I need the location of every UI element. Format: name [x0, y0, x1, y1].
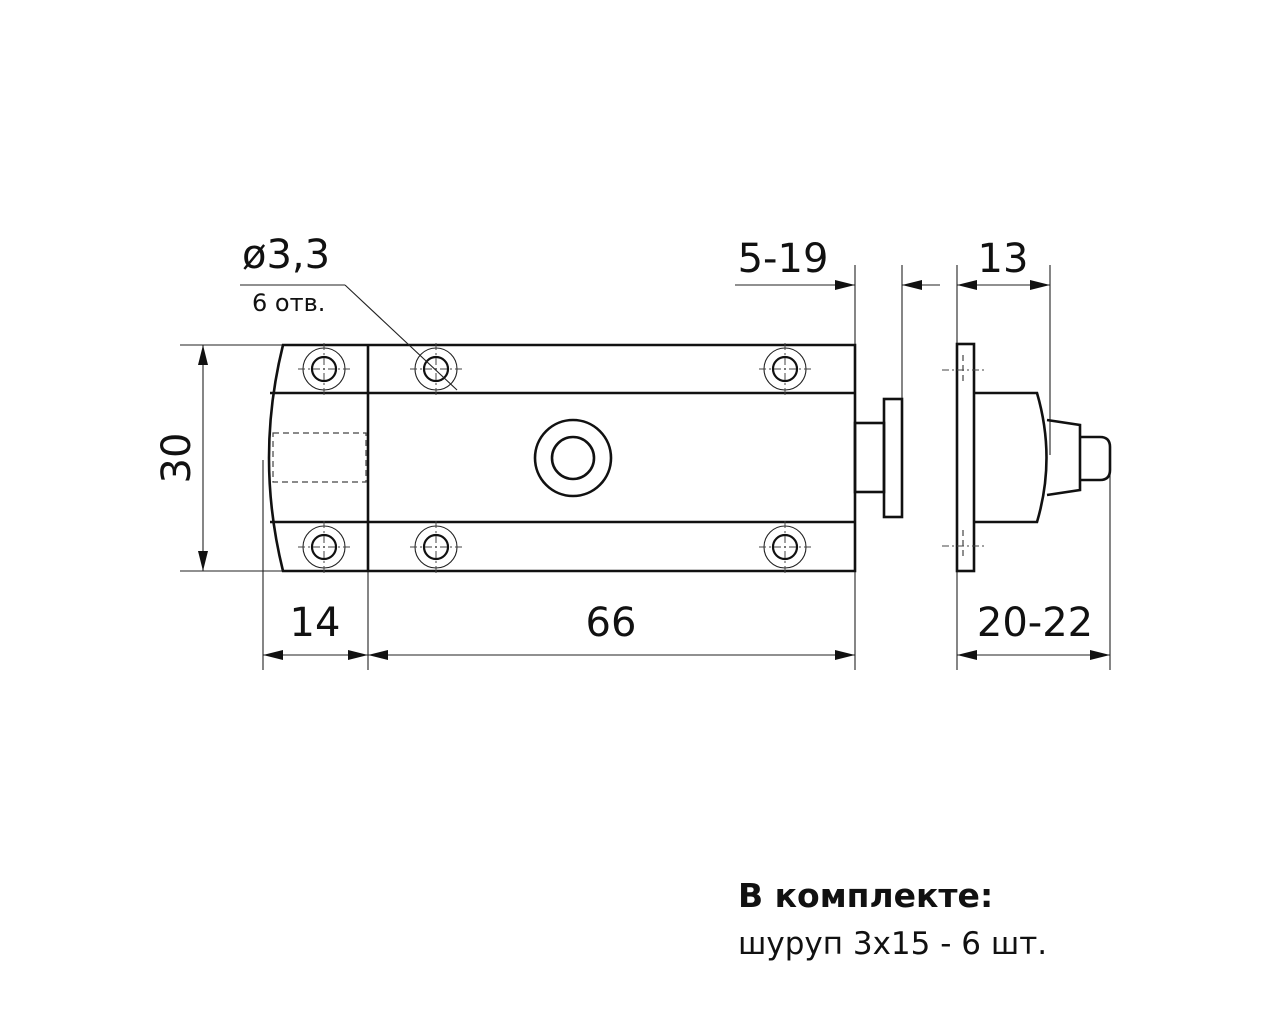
knob-inner — [550, 435, 596, 481]
strike-width-label: 13 — [978, 236, 1029, 282]
mounting-hole — [296, 341, 352, 397]
leader-line — [344, 284, 458, 391]
hole-count-label: 6 отв. — [252, 289, 325, 317]
bolt — [853, 397, 904, 519]
latch-body — [267, 341, 857, 575]
hidden-slot — [272, 432, 367, 483]
knob-outer — [533, 418, 613, 498]
dimension-lines — [198, 280, 1110, 660]
strike-depth-label: 20-22 — [977, 600, 1093, 646]
mounting-hole — [296, 519, 352, 575]
body-length-label: 66 — [586, 600, 637, 646]
kit-title: В комплекте: — [738, 876, 994, 915]
bolt-travel-label: 5-19 — [738, 236, 829, 282]
height-label: 30 — [154, 433, 200, 484]
mounting-hole — [757, 519, 813, 575]
plate-width-label: 14 — [290, 600, 341, 646]
mounting-hole — [757, 341, 813, 397]
hole-diameter-label: ø3,3 — [242, 232, 330, 278]
kit-contents: шуруп 3х15 - 6 шт. — [738, 926, 1048, 962]
strike — [942, 342, 1112, 573]
mounting-hole — [408, 519, 464, 575]
